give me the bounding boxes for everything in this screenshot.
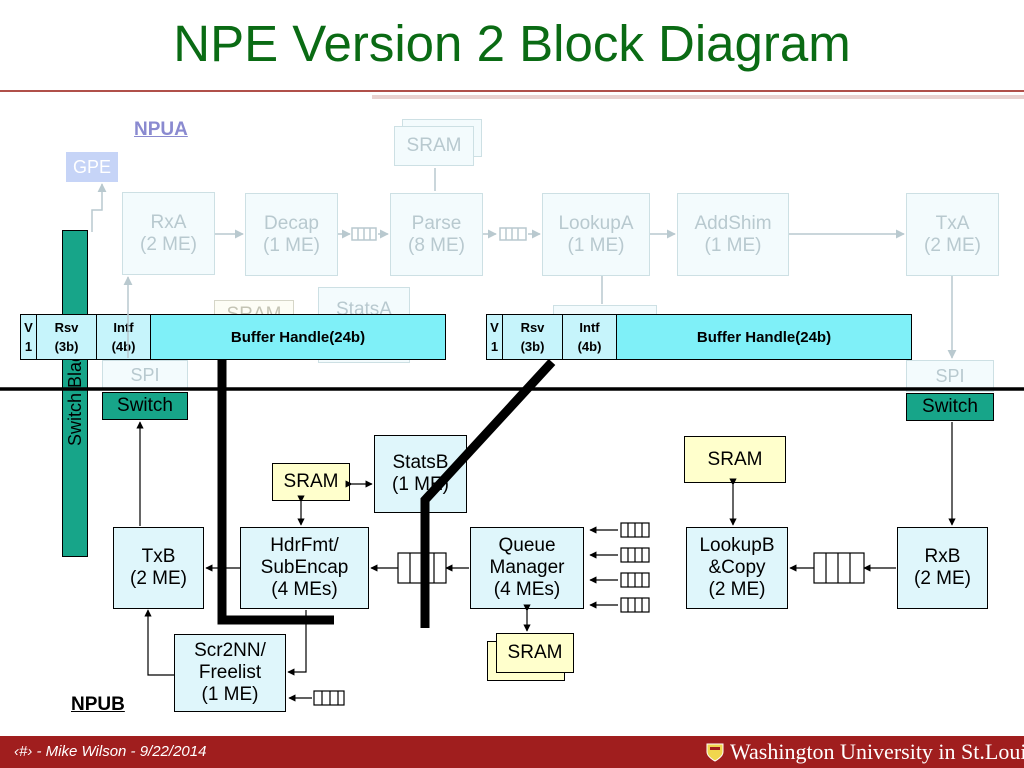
field-rsv: Rsv(3b) <box>37 315 97 359</box>
lookupa-box: LookupA(1 ME) <box>542 193 650 276</box>
field-rsv: Rsv(3b) <box>503 315 563 359</box>
queue-lookupb-qm-icon-1 <box>620 522 650 538</box>
field-buffer-handle: Buffer Handle(24b) <box>151 315 445 359</box>
scr2nn-txb-arrow <box>144 609 174 676</box>
university-shield-icon <box>706 743 724 762</box>
spi-left: SPI <box>102 360 188 390</box>
spi-right: SPI <box>906 360 994 392</box>
parse-box: Parse(8 ME) <box>390 193 483 276</box>
txb-box: TxB(2 ME) <box>113 527 204 609</box>
title-rule <box>0 90 1024 92</box>
queue-lookupb-qm-icon-2 <box>620 547 650 563</box>
rxb-box: RxB(2 ME) <box>897 527 988 609</box>
footer-bar: ‹#› - Mike Wilson - 9/22/2014 Washington… <box>0 736 1024 768</box>
buffer-handle-guide-left <box>217 360 334 625</box>
txa-box: TxA(2 ME) <box>906 193 999 276</box>
queue-parse-lookupa-icon <box>499 227 527 241</box>
queue-scr2nn-icon <box>313 690 345 706</box>
university-name: Washington University in St.Louis <box>730 739 1024 764</box>
sram-hdrfmt: SRAM <box>272 463 350 501</box>
switch-right: Switch <box>906 393 994 421</box>
hdrfmt-scr2nn-arrow <box>287 610 307 676</box>
rxa-box: RxA(2 ME) <box>122 192 215 275</box>
decap-box: Decap(1 ME) <box>245 193 338 276</box>
field-intf: Intf(4b) <box>563 315 617 359</box>
sram-top: SRAM <box>394 126 474 166</box>
queue-rxb-lookupb-icon <box>813 552 865 584</box>
switch-blade: Switch Blade <box>62 230 88 557</box>
gpe-box: GPE <box>66 152 118 182</box>
lookupb-box: LookupB&Copy(2 ME) <box>686 527 788 609</box>
buffer-handle-guide-right <box>420 358 556 628</box>
slide-title: NPE Version 2 Block Diagram <box>173 15 851 72</box>
field-buffer-handle: Buffer Handle(24b) <box>617 315 911 359</box>
addshim-box: AddShim(1 ME) <box>677 193 789 276</box>
title-rule-accent <box>372 95 1024 99</box>
queue-lookupb-qm-icon-4 <box>620 597 650 613</box>
hdrfmt-box: HdrFmt/SubEncap(4 MEs) <box>240 527 369 609</box>
npua-label: NPUA <box>134 119 188 140</box>
switch-left: Switch <box>102 392 188 420</box>
sram-qm: SRAM <box>496 633 574 673</box>
switch-gpe-arrow <box>91 183 107 232</box>
footer-text: ‹#› - Mike Wilson - 9/22/2014 <box>14 743 207 760</box>
scr2nn-box: Scr2NN/Freelist(1 ME) <box>174 634 286 712</box>
npub-label: NPUB <box>71 694 125 715</box>
queue-lookupb-qm-icon-3 <box>620 572 650 588</box>
